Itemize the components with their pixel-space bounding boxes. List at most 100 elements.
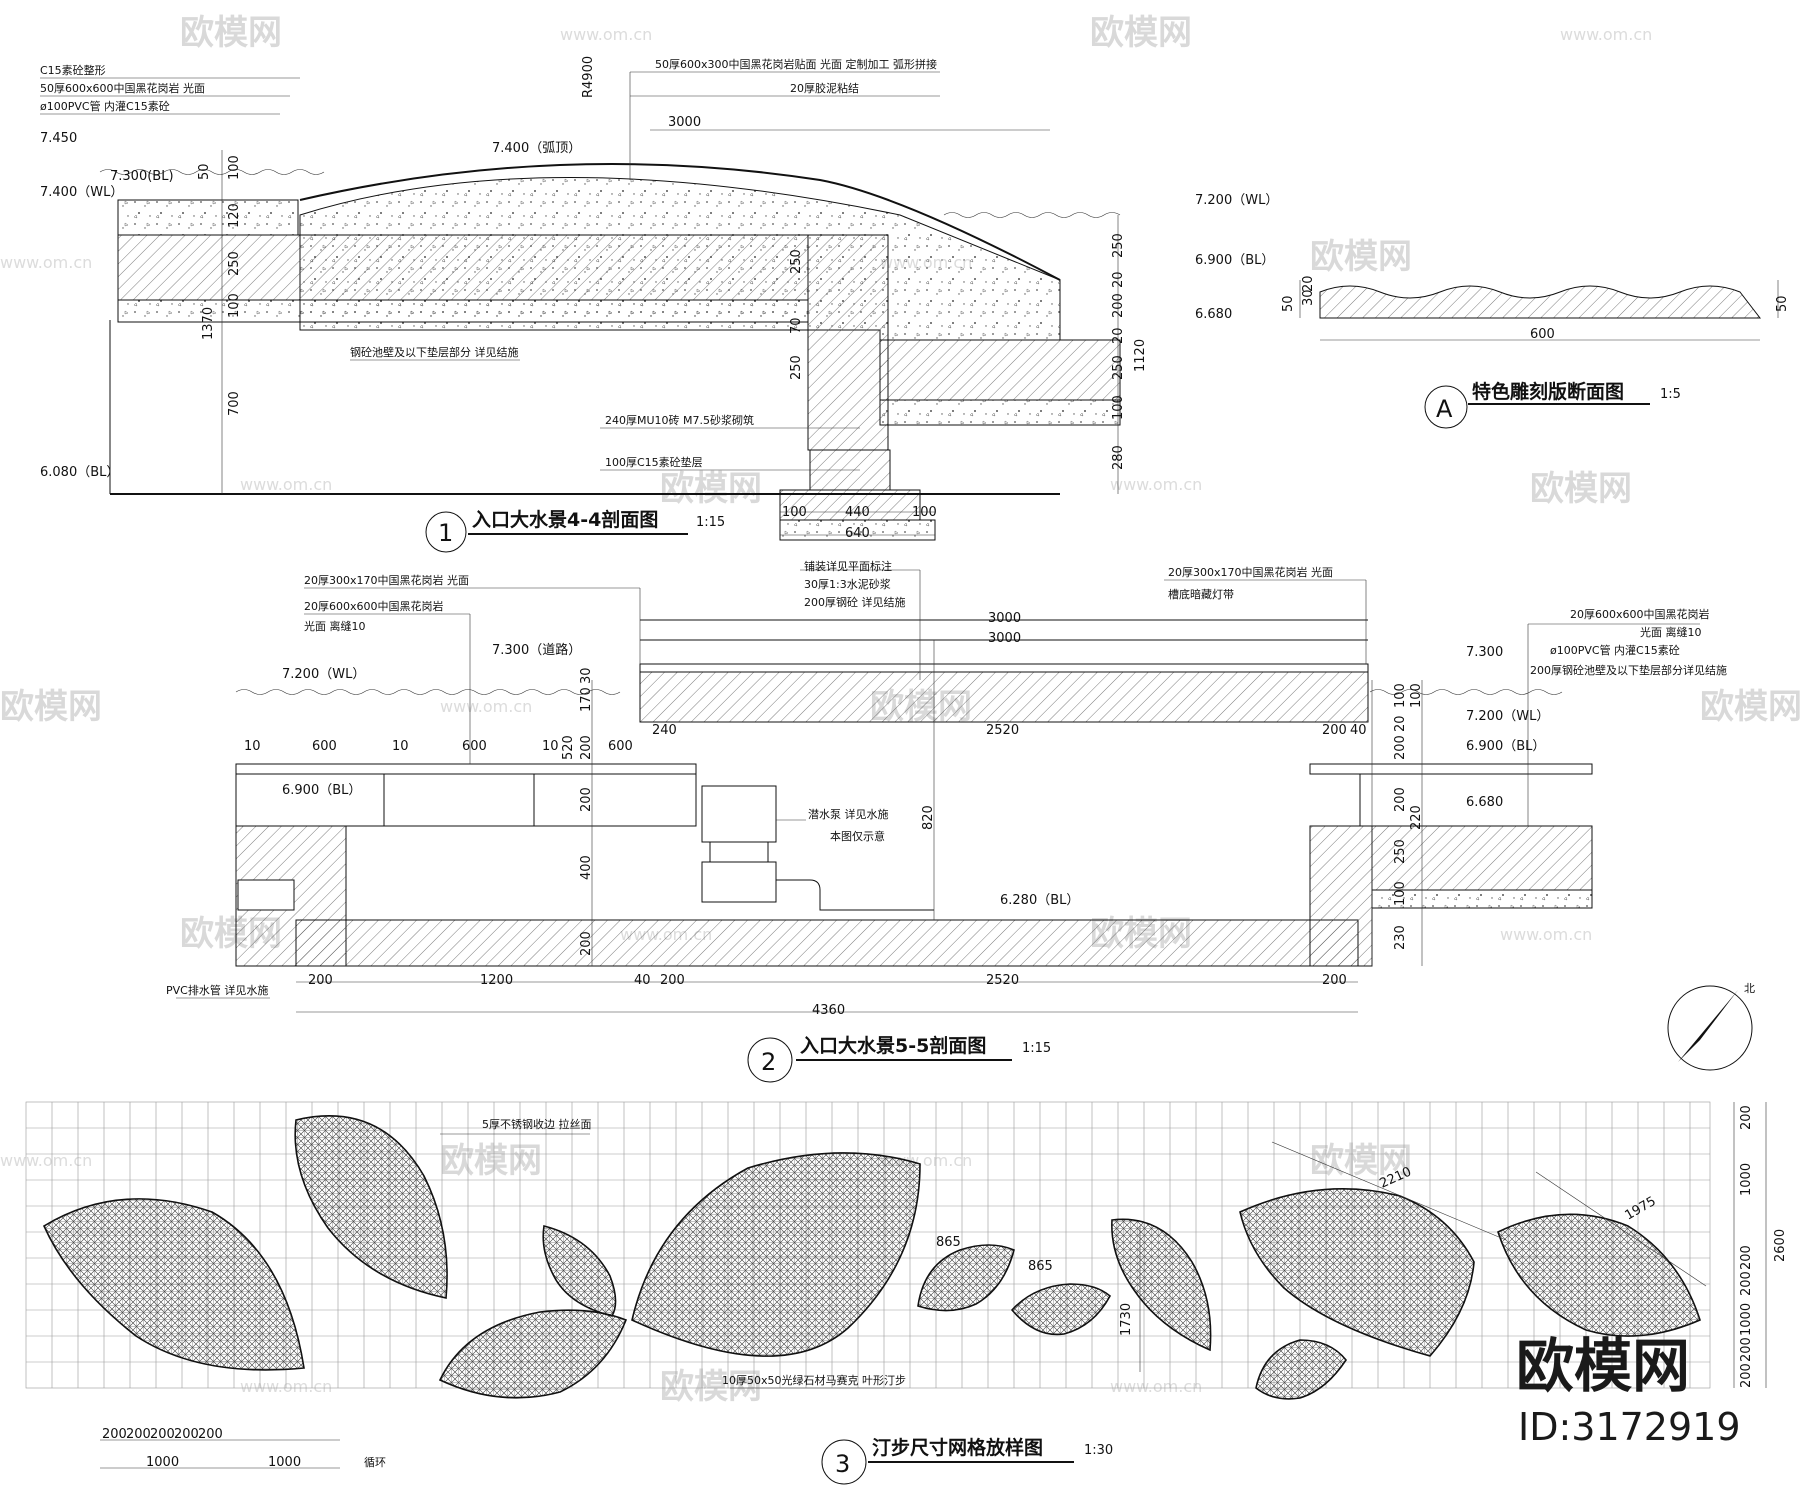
dimension: 200 <box>1393 735 1408 760</box>
note: 光面 离缝10 <box>1640 625 1702 639</box>
level-mark: 6.680 <box>1466 795 1503 810</box>
dimension: 3000 <box>988 611 1021 626</box>
dimension: 280 <box>1111 445 1126 470</box>
dimension: 50 <box>1775 295 1790 312</box>
dimension: 200 <box>1322 973 1347 988</box>
dimension: 200 <box>660 973 685 988</box>
top-stone <box>639 663 1369 673</box>
water-line <box>943 212 1121 218</box>
level-mark: 7.200（WL） <box>1466 709 1549 724</box>
level-mark: 7.300 <box>1466 645 1503 660</box>
section-1-annotations: C15素砼整形 50厚600x600中国黑花岗岩 光面 ø100PVC管 内灌C… <box>40 56 1278 541</box>
dimension: 3000 <box>668 115 701 130</box>
grid-repeat-note: 循环 <box>364 1456 386 1469</box>
bedding-layer <box>117 299 809 323</box>
dimension: 20 <box>1111 271 1126 288</box>
pump-motor <box>701 785 777 843</box>
dimension: 30 <box>1301 289 1316 306</box>
dimension: 220 <box>1409 805 1424 830</box>
leaf-stone <box>1255 1339 1347 1400</box>
dimension: 200 <box>1322 723 1347 738</box>
leaf-stone <box>42 1198 305 1371</box>
section-title: 入口大水景4-4剖面图 <box>472 508 658 531</box>
note: 200厚钢砼池壁及以下垫层部分详见结施 <box>1530 663 1727 677</box>
note: 潜水泵 详见水施 <box>808 807 889 821</box>
dimension: 600 <box>608 739 633 754</box>
section-2-annotations: 20厚300x170中国黑花岗岩 光面 20厚600x600中国黑花岗岩 光面 … <box>166 559 1727 1018</box>
grid-dimension: 200 <box>102 1427 127 1442</box>
brand-id: ID:3172919 <box>1518 1405 1741 1449</box>
dimension: 100 <box>1409 683 1424 708</box>
section-number-bubble <box>747 1037 793 1083</box>
leaf-stone <box>1497 1213 1701 1337</box>
note: 10厚50x50光绿石材马赛克 叶形汀步 <box>722 1373 906 1387</box>
dimension: 240 <box>652 723 677 738</box>
watermark-brand: 欧模网 <box>0 687 102 727</box>
dimension: 100 <box>227 155 242 180</box>
note: 20厚600x600中国黑花岗岩 <box>304 599 444 613</box>
water-line <box>99 169 325 175</box>
dimension: 30 <box>579 667 594 684</box>
dimension: 100 <box>1111 395 1126 420</box>
dimension: 100 <box>1393 881 1408 906</box>
dimension: 700 <box>227 391 242 416</box>
dimension: 820 <box>921 805 936 830</box>
dim-line <box>1271 1141 1507 1241</box>
leaf-dimension: 865 <box>1028 1259 1053 1274</box>
dimension: 640 <box>845 526 870 541</box>
leaf-stone <box>542 1225 617 1317</box>
pool-floor <box>295 919 1359 967</box>
dimension: 520 <box>561 735 576 760</box>
dimension: 4360 <box>812 1003 845 1018</box>
grid-dimension: 200 <box>150 1427 175 1442</box>
pump-body <box>709 841 769 863</box>
leaf-stone <box>917 1244 1015 1312</box>
paving-deck <box>235 763 697 775</box>
dimension: 50 <box>197 163 212 180</box>
note: 30厚1:3水泥砂浆 <box>804 577 891 591</box>
watermark-brand: 欧模网 <box>180 13 282 53</box>
watermark-url: www.om.cn <box>0 1151 92 1170</box>
dimension: 1200 <box>480 973 513 988</box>
pump-base <box>701 861 777 903</box>
watermark-url: www.om.cn <box>1560 25 1652 44</box>
dimension: 600 <box>1530 327 1555 342</box>
dimension: 20 <box>1301 275 1316 292</box>
grid-dimension: 200 <box>1739 1271 1754 1296</box>
dimension: 10 <box>244 739 261 754</box>
level-mark: 7.200（WL） <box>1195 193 1278 208</box>
grid-dimension: 1000 <box>1739 1163 1754 1196</box>
pump-pipe <box>776 879 934 911</box>
leaf-stone <box>631 1152 921 1357</box>
dimension: 250 <box>1111 355 1126 380</box>
note: 50厚600x600中国黑花岗岩 光面 <box>40 81 205 95</box>
note: 20厚胶泥粘结 <box>790 81 859 95</box>
note: ø100PVC管 内灌C15素砼 <box>1550 643 1680 657</box>
note: 5厚不锈钢收边 拉丝面 <box>482 1117 592 1131</box>
section-A-drawing: 50 30 20 50 600 <box>1281 275 1790 342</box>
leaf-stone <box>1111 1218 1212 1352</box>
watermark-brand: 欧模网 <box>1090 13 1192 53</box>
deck-frame <box>235 773 697 827</box>
section-number: 3 <box>835 1450 850 1478</box>
dimension: 100 <box>227 293 242 318</box>
dimension: 20 <box>1393 715 1408 732</box>
leaf-stone <box>438 1309 628 1399</box>
note: 光面 离缝10 <box>304 619 366 633</box>
note: 100厚C15素砼垫层 <box>605 455 703 469</box>
dimension: 200 <box>1393 787 1408 812</box>
grid-dimension: 1000 <box>1739 1303 1754 1336</box>
section-number: 1 <box>438 519 453 547</box>
section-scale: 1:30 <box>1084 1443 1113 1458</box>
section-title: 入口大水景5-5剖面图 <box>800 1034 986 1057</box>
leaf-dimension: 1730 <box>1119 1303 1134 1336</box>
dimension: 200 <box>1111 293 1126 318</box>
dimension: 200 <box>579 787 594 812</box>
pool-wall-right <box>1309 825 1373 967</box>
dimension: 2520 <box>986 723 1019 738</box>
pool-slab <box>879 339 1121 401</box>
watermark-brand: 欧模网 <box>1310 237 1412 277</box>
watermark-url: www.om.cn <box>1500 925 1592 944</box>
section-1-title-block: 1 入口大水景4-4剖面图 1:15 <box>425 508 725 553</box>
